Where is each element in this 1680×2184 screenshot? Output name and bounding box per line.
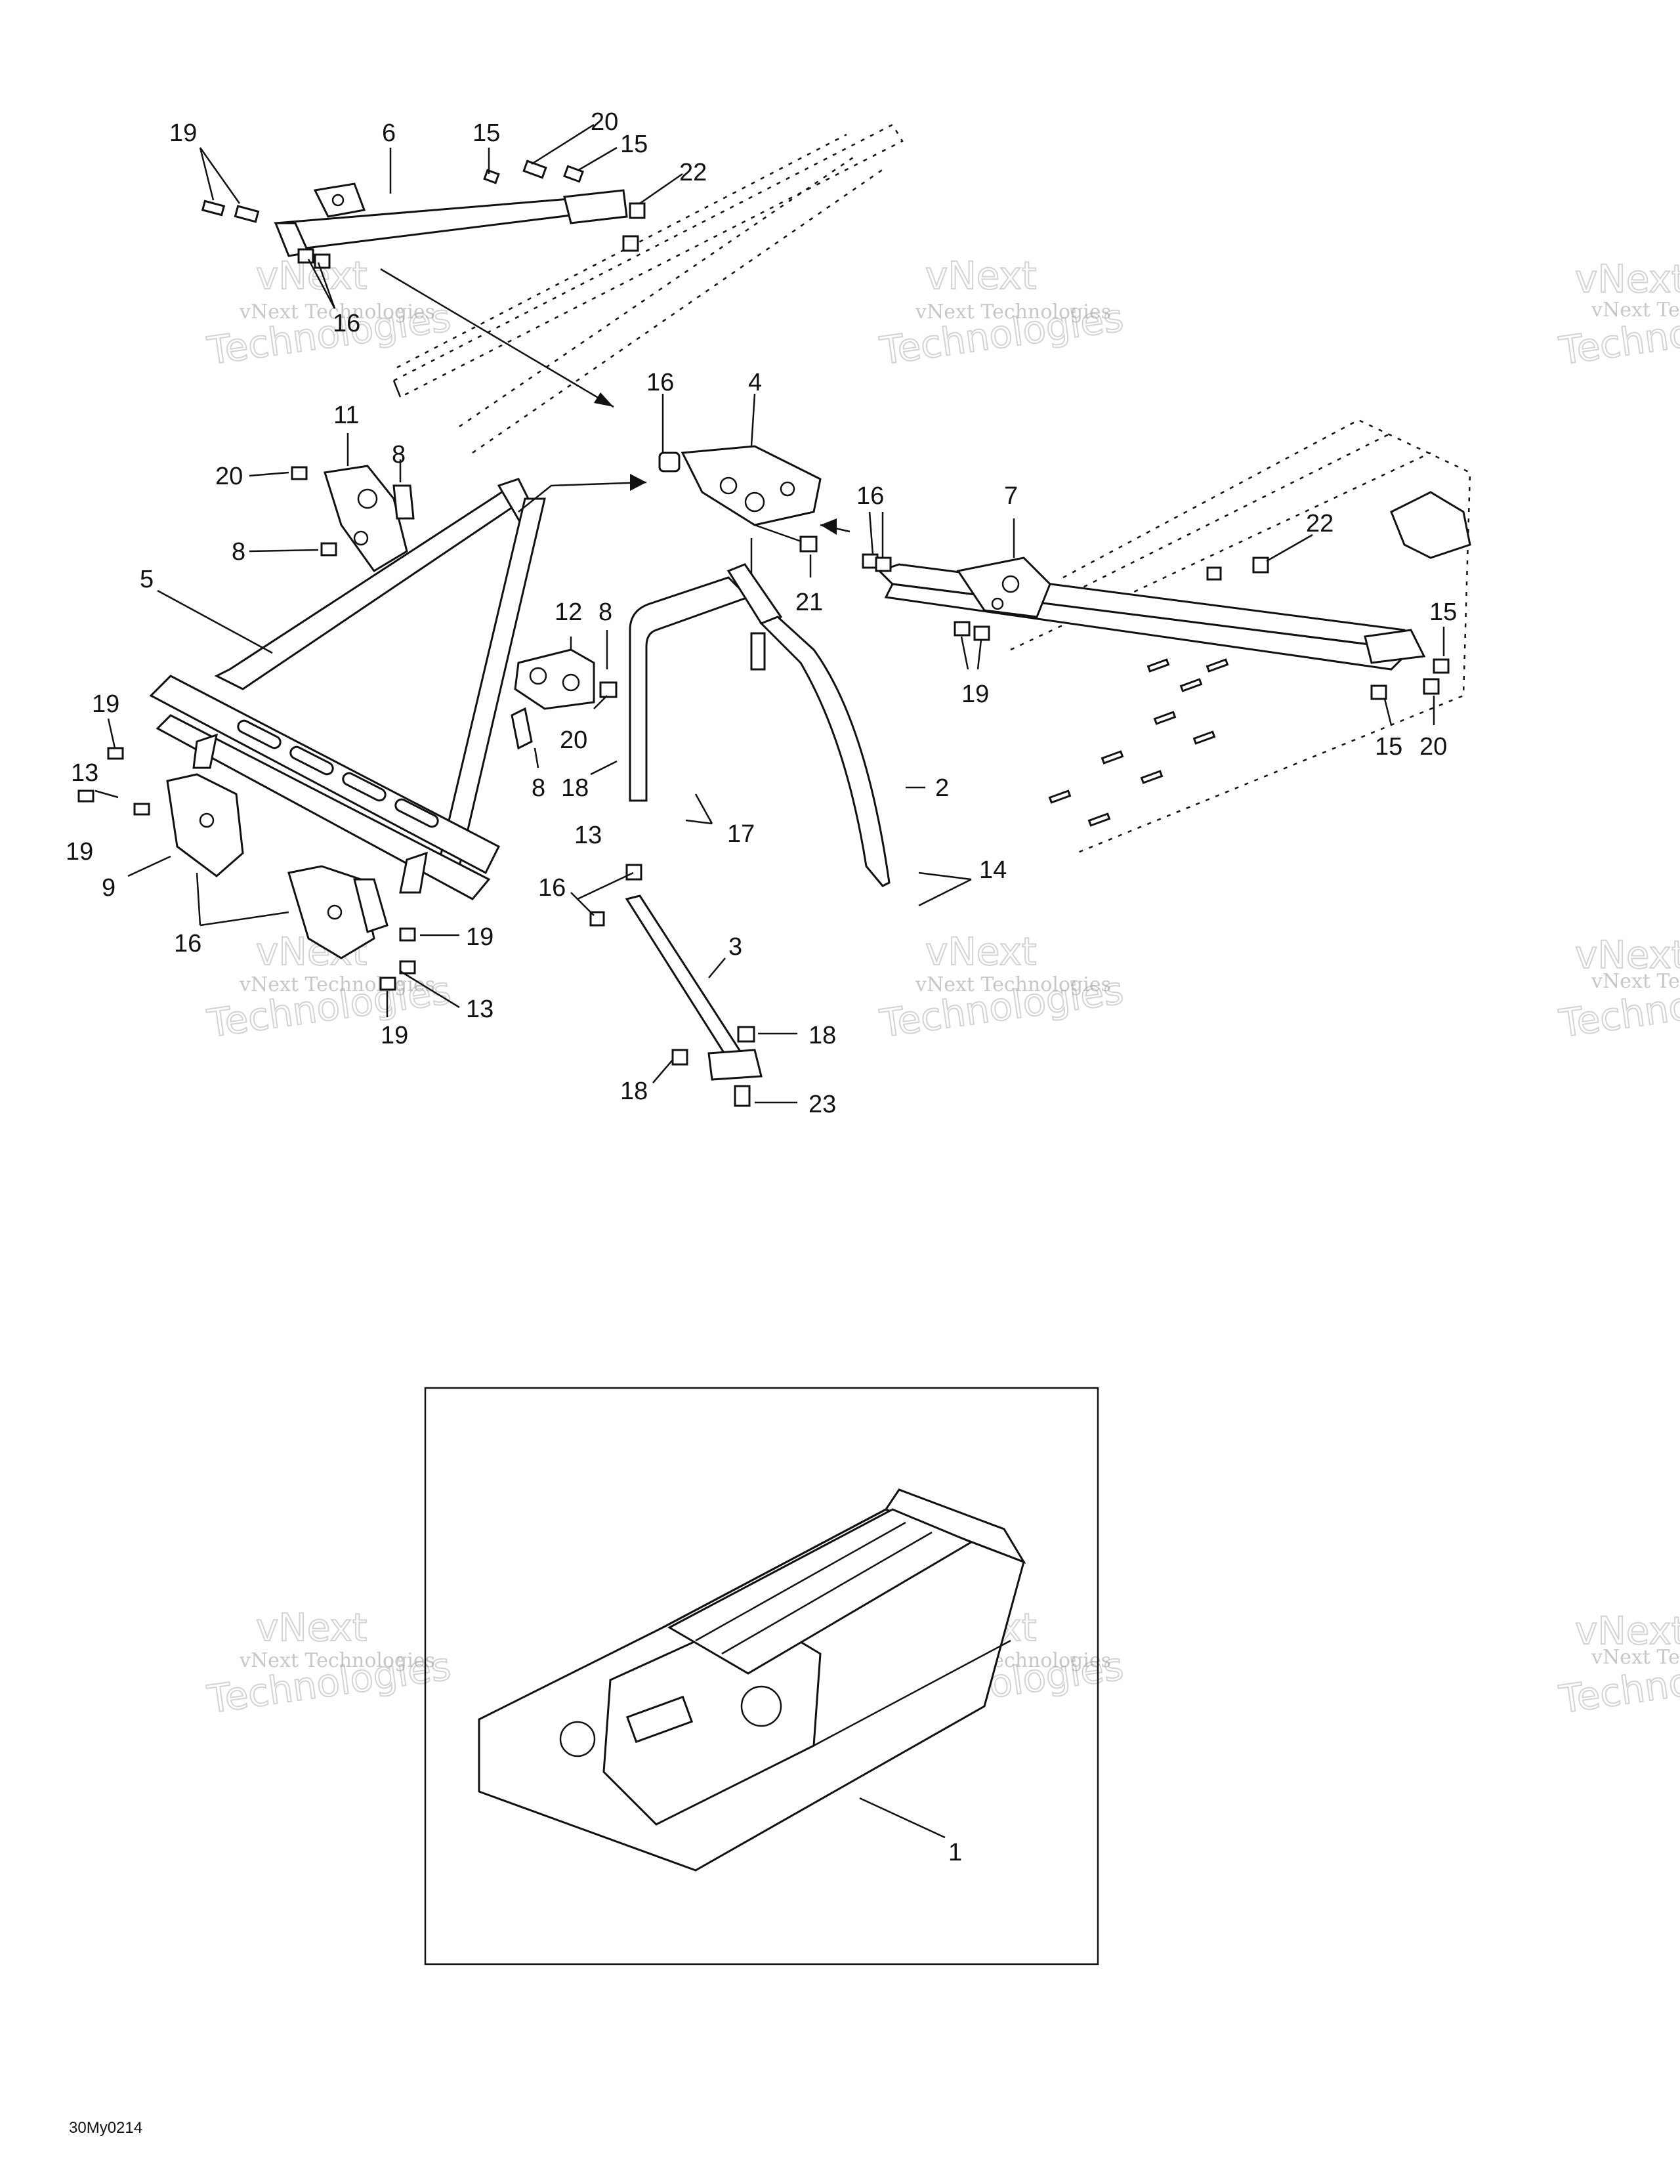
callout-12: 12 bbox=[555, 598, 582, 626]
watermark-big: vNext bbox=[925, 929, 1036, 974]
watermark-text: vNext Technologies bbox=[239, 301, 435, 324]
part-11-bracket bbox=[291, 433, 415, 572]
callout-13: 13 bbox=[71, 759, 98, 787]
callout-19: 19 bbox=[961, 681, 989, 708]
watermark-text: vNext Technologies bbox=[1591, 1646, 1680, 1669]
callout-5: 5 bbox=[140, 566, 154, 593]
callout-23: 23 bbox=[808, 1091, 836, 1118]
callout-13: 13 bbox=[574, 822, 602, 849]
callout-22: 22 bbox=[1306, 510, 1334, 537]
callout-15: 15 bbox=[472, 119, 500, 147]
watermark-big: vNext bbox=[256, 1605, 367, 1650]
callout-15: 15 bbox=[1429, 598, 1457, 626]
callout-14: 14 bbox=[979, 856, 1007, 884]
callout-11: 11 bbox=[333, 402, 359, 429]
part-3-strut bbox=[589, 864, 763, 1107]
callout-21: 21 bbox=[795, 589, 823, 616]
callout-19: 19 bbox=[92, 690, 119, 718]
callout-20: 20 bbox=[591, 108, 618, 136]
part-6-upper-cross-bar bbox=[201, 159, 646, 408]
part-4-bracket bbox=[518, 393, 850, 607]
callout-19: 19 bbox=[466, 923, 494, 951]
watermark-text: vNext Technologies bbox=[915, 301, 1111, 324]
watermark-text: vNext Technologies bbox=[1591, 970, 1680, 993]
upper-tunnel-outline bbox=[392, 123, 904, 454]
callout-19: 19 bbox=[66, 838, 93, 866]
callout-3: 3 bbox=[728, 933, 742, 961]
callout-20: 20 bbox=[560, 726, 587, 754]
callout-16: 16 bbox=[538, 874, 566, 902]
callout-2: 2 bbox=[935, 774, 949, 802]
callout-9: 9 bbox=[102, 874, 116, 902]
part-7-rear-cross-bar bbox=[862, 511, 1450, 726]
callout-16: 16 bbox=[856, 482, 884, 510]
part-5-front-frame bbox=[149, 478, 546, 900]
callout-20: 20 bbox=[1419, 733, 1447, 761]
callout-16: 16 bbox=[174, 930, 201, 957]
callout-15: 15 bbox=[620, 131, 648, 158]
inset-frame-box bbox=[424, 1387, 1099, 1965]
callout-8: 8 bbox=[532, 774, 545, 802]
callout-18: 18 bbox=[620, 1078, 648, 1105]
callout-16: 16 bbox=[646, 369, 674, 396]
figure-code: 30My0214 bbox=[69, 2119, 142, 2137]
part-12-bracket bbox=[511, 630, 618, 768]
callout-18: 18 bbox=[808, 1022, 836, 1049]
part-1-complete-frame bbox=[478, 1488, 1026, 1872]
left-disc-plates bbox=[77, 747, 416, 991]
part-2-hoop bbox=[629, 563, 925, 887]
watermark-text: vNext Technologies bbox=[915, 973, 1111, 996]
callout-16: 16 bbox=[333, 310, 360, 337]
watermark-big: vNext bbox=[925, 253, 1036, 298]
watermark-text: vNext Technologies bbox=[239, 1649, 435, 1672]
callout-4: 4 bbox=[748, 369, 762, 396]
callout-8: 8 bbox=[598, 598, 612, 626]
callout-19: 19 bbox=[381, 1022, 408, 1049]
callout-18: 18 bbox=[561, 774, 589, 802]
callout-20: 20 bbox=[215, 463, 243, 490]
callout-17: 17 bbox=[727, 820, 755, 848]
watermark-big: vNext bbox=[1575, 933, 1680, 977]
watermark-text: vNext Technologies bbox=[1591, 299, 1680, 322]
callout-13: 13 bbox=[466, 996, 494, 1023]
callout-1: 1 bbox=[948, 1839, 962, 1866]
callout-7: 7 bbox=[1004, 482, 1018, 510]
callout-6: 6 bbox=[382, 119, 396, 147]
callout-19: 19 bbox=[169, 119, 197, 147]
callout-8: 8 bbox=[392, 441, 406, 469]
callout-8: 8 bbox=[232, 538, 245, 566]
watermark-big: vNext bbox=[1575, 257, 1680, 301]
callout-15: 15 bbox=[1375, 733, 1402, 761]
callout-labels: 19 6 15 20 15 22 16 11 20 8 8 5 16 4 21 … bbox=[66, 108, 1457, 1866]
watermark-text: vNext Technologies bbox=[239, 973, 435, 996]
callout-22: 22 bbox=[679, 159, 707, 186]
leader-lines bbox=[94, 123, 972, 1104]
watermark-big: vNext bbox=[1575, 1608, 1680, 1653]
